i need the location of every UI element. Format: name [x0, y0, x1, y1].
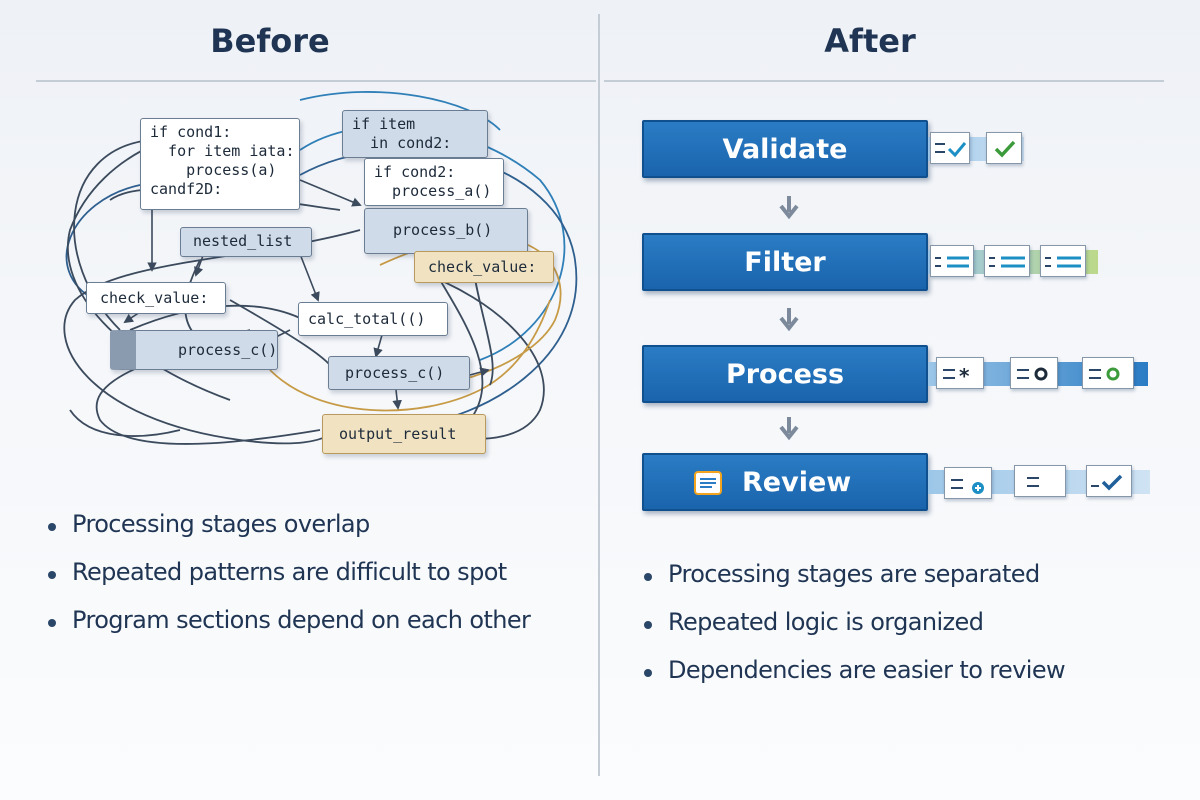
lines-check-icon	[930, 132, 970, 164]
code-block: calc_total(()	[298, 302, 448, 336]
filter-stage: Filter	[642, 233, 928, 291]
bullet-item: Dependencies are easier to review	[642, 656, 1066, 704]
bullet-item: Repeated logic is organized	[642, 608, 1065, 656]
after-bullet-list: Processing stages are separated Repeated…	[642, 560, 1066, 704]
after-rule	[604, 80, 1164, 82]
lines-circle-icon	[1010, 357, 1058, 389]
arrow-down-icon	[779, 308, 799, 332]
lines-green-circle-icon	[1082, 357, 1134, 389]
svg-text:*: *	[959, 364, 970, 388]
before-bullet-list: Processing stages overlap Repeated patte…	[46, 510, 531, 654]
bullet-item: Repeated patterns are difficult to spot	[46, 558, 530, 606]
code-block: nested_list	[180, 227, 312, 257]
code-block: if cond2: process_a()	[364, 158, 504, 206]
code-block: output_result	[322, 414, 486, 454]
lines-star-icon: *	[936, 357, 984, 389]
list-icon	[930, 245, 974, 277]
code-block: check_value:	[86, 282, 226, 314]
bullet-item: Processing stages are separated	[642, 560, 1065, 608]
list-icon	[1040, 245, 1086, 277]
arrow-down-icon	[779, 417, 799, 441]
stage-row-process: Process *	[642, 345, 1152, 403]
column-divider	[598, 14, 600, 776]
code-block: process_c()	[328, 356, 470, 390]
check-icon	[986, 132, 1022, 164]
bullet-item: Processing stages overlap	[46, 510, 530, 558]
code-block: process_c()	[110, 330, 278, 370]
process-stage: Process	[642, 345, 928, 403]
stage-row-filter: Filter	[642, 233, 1152, 291]
code-block: if cond1: for item iata: process(a) cand…	[140, 118, 300, 210]
list-icon	[984, 245, 1030, 277]
document-icon	[694, 471, 722, 495]
lines-icon	[1014, 465, 1066, 497]
before-heading: Before	[210, 22, 330, 60]
code-block: check_value:	[414, 251, 554, 283]
stage-label: Process	[725, 358, 845, 390]
arrow-down-icon	[779, 196, 799, 220]
after-heading: After	[824, 22, 916, 60]
bullet-item: Program sections depend on each other	[46, 606, 531, 654]
stage-row-validate: Validate	[642, 120, 1152, 178]
before-rule	[36, 80, 596, 82]
stage-label: Validate	[722, 133, 848, 165]
stage-row-review: Review	[642, 453, 1152, 511]
validate-stage: Validate	[642, 120, 928, 178]
lines-plus-icon	[944, 467, 992, 499]
code-block: if item in cond2:	[342, 110, 488, 158]
code-block: process_b()	[364, 208, 528, 254]
stage-label: Filter	[744, 246, 826, 278]
review-stage: Review	[642, 453, 928, 511]
lines-check-icon	[1086, 465, 1132, 497]
stage-label: Review	[742, 466, 852, 498]
